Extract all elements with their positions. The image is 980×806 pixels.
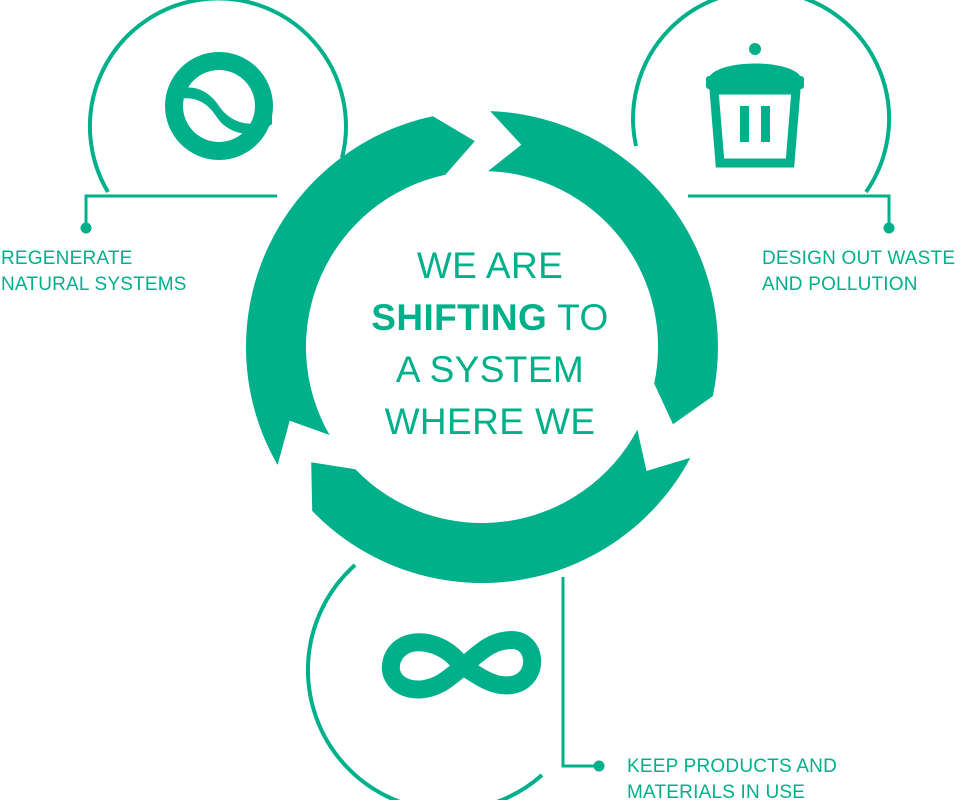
- cycle-arrow-bottom: [311, 429, 691, 584]
- cycle-arrow-top-right: [488, 111, 718, 425]
- infinity-icon: [381, 630, 541, 699]
- yin-yang-wave-icon: [165, 52, 273, 160]
- center-emphasis: SHIFTING: [371, 297, 548, 338]
- design-circle-arc: [631, 0, 892, 194]
- regenerate-label: REGENERATE NATURAL SYSTEMS: [1, 246, 187, 298]
- center-line-4: WHERE WE: [384, 401, 596, 442]
- regenerate-connector: [80, 194, 277, 234]
- design-label-line-1: DESIGN OUT WASTE: [762, 248, 956, 269]
- keep-circle-arc: [305, 563, 544, 800]
- design-label: DESIGN OUT WASTE AND POLLUTION: [762, 246, 955, 298]
- keep-label: KEEP PRODUCTS AND MATERIALS IN USE: [627, 754, 837, 806]
- cycle-arrow-left: [246, 116, 475, 465]
- keep-label-line-1: KEEP PRODUCTS AND: [627, 756, 837, 777]
- design-label-line-2: AND POLLUTION: [762, 274, 918, 295]
- trash-bin-icon: [706, 43, 804, 168]
- center-line-3: A SYSTEM: [395, 349, 585, 390]
- design-connector: [688, 194, 895, 234]
- keep-connector: [561, 577, 605, 772]
- center-statement: WE ARE SHIFTING TO A SYSTEM WHERE WE: [300, 240, 680, 448]
- regenerate-circle-arc: [87, 0, 348, 194]
- keep-label-line-2: MATERIALS IN USE: [627, 782, 806, 803]
- cycle-ring: [246, 111, 718, 584]
- center-line-1: WE ARE: [416, 245, 564, 286]
- center-line-2: SHIFTING TO: [300, 292, 680, 344]
- regenerate-label-line-2: NATURAL SYSTEMS: [1, 274, 187, 295]
- regenerate-label-line-1: REGENERATE: [1, 248, 133, 269]
- center-line-2-rest: TO: [547, 297, 609, 338]
